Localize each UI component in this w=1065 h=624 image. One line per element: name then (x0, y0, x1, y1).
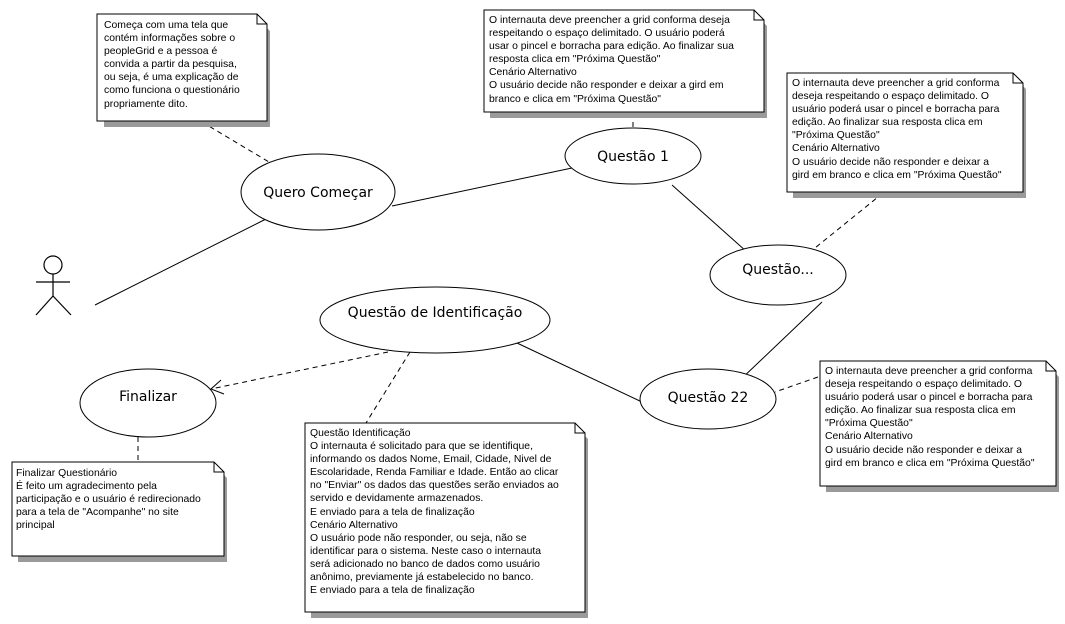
note-line: O usuário pode não responder, ou seja, n… (310, 532, 527, 544)
note-line: como funciona o questionário (104, 85, 240, 97)
use-case-finalizar[interactable]: Finalizar (79, 368, 217, 438)
note-line: para a tela de "Acompanhe" no site (16, 507, 179, 519)
association-actor-quero-comecar (94, 217, 269, 306)
note-line: "Próxima Questão" (825, 418, 913, 430)
note-finalizar: Finalizar Questionário É feito um agrade… (16, 467, 201, 532)
note-line: Finalizar Questionário (16, 468, 118, 479)
note-questao-22-shape (819, 360, 1059, 492)
note-line: ou seja, é uma explicação de (104, 72, 239, 84)
note-questao-1: O internauta deve preencher a grid confo… (489, 14, 734, 106)
use-case-questao-mid[interactable]: Questão... (709, 244, 847, 306)
note-questao-22: O internauta deve preencher a grid confo… (825, 365, 1035, 470)
note-line: participação e o usuário é redirecionado (16, 494, 201, 506)
note-line: O usuário decide não responder e deixar … (489, 80, 724, 92)
note-line: O internauta deve preencher a grid confo… (825, 366, 1033, 377)
note-line: Escolaridade, Renda Familiar e Idade. En… (310, 467, 559, 479)
note-questao-mid-shape (786, 72, 1026, 198)
note-line: Cenário Alternativo (489, 67, 577, 79)
note-line: Cenário Alternativo (310, 519, 398, 531)
dependency-identificacao-finalizar (210, 351, 389, 390)
note-line: gird em branco e clica em "Próxima Quest… (825, 457, 1035, 469)
note-line: no "Enviar" os dados das questões serão … (310, 480, 559, 492)
note-line: será adicionado no banco de dados como u… (310, 558, 540, 570)
note-line: E enviado para a tela de finalização (310, 506, 475, 518)
association-questao-mid-questao-22 (737, 301, 823, 383)
note-line: É feito um agradecimento pela (16, 481, 157, 493)
use-case-questao-identificacao[interactable]: Questão de Identificação (319, 286, 551, 354)
note-line: edição. Ao finalizar sua resposta clica … (825, 405, 1016, 417)
note-line: informando os dados Nome, Email, Cidade,… (310, 454, 552, 466)
note-line: Cenário Alternativo (792, 143, 880, 155)
note-line: propriamente dito. (104, 98, 188, 110)
note-line: deseja respeitando o espaço delimitado. … (825, 379, 1022, 391)
note-anchor-identificacao (365, 351, 411, 424)
note-finalizar-shape (11, 461, 227, 562)
note-questao-1-shape (483, 9, 767, 118)
note-line: principal (16, 520, 55, 532)
note-line: respeitando o espaço delimitado. O usuár… (489, 28, 725, 40)
note-line: deseja respeitando o espaço delimitado. … (792, 91, 989, 103)
note-anchor-intro (201, 121, 275, 166)
dependency-arrowhead (210, 379, 225, 395)
note-line: Começa com uma tela que (104, 20, 229, 31)
note-line: O usuário decide não responder e deixar … (825, 444, 1022, 456)
use-case-finalizar-label: Finalizar (119, 389, 177, 405)
use-case-quero-comecar-label: Quero Começar (263, 185, 373, 201)
note-line: edição. Ao finalizar sua resposta clica … (792, 117, 983, 129)
note-line: usar o pincel e borracha para edição. Ao… (489, 41, 734, 53)
note-intro: Começa com uma tela que contém informaçõ… (104, 19, 240, 111)
use-case-questao-1[interactable]: Questão 1 (564, 127, 702, 185)
association-questao-1-questao-mid (671, 184, 748, 253)
note-line: anônimo, previamente já estabelecido no … (310, 572, 534, 584)
note-line: resposta clica em "Próxima Questão" (489, 54, 661, 66)
note-line: contém informações sobre o (104, 33, 236, 45)
note-intro-shape (96, 13, 270, 127)
note-line: O usuário decide não responder e deixar … (792, 156, 989, 168)
note-line: E enviado para a tela de finalização (310, 585, 475, 597)
note-line: "Próxima Questão" (792, 130, 880, 142)
note-anchor-questao-22 (774, 376, 819, 393)
note-line: servido e devidamente armazenados. (310, 493, 484, 505)
note-line: branco e clica em "Próxima Questão" (489, 93, 661, 105)
note-line: identificar para o sistema. Neste caso o… (310, 545, 542, 557)
note-line: convida a partir da pesquisa, (104, 59, 237, 71)
note-questao-mid: O internauta deve preencher a grid confo… (792, 77, 1002, 182)
note-line: Questão Identificação (310, 428, 411, 439)
use-case-questao-22-label: Questão 22 (668, 390, 749, 406)
actor-icon (35, 255, 72, 316)
note-line: O internauta deve preencher a grid confo… (489, 15, 730, 26)
use-case-quero-comecar[interactable]: Quero Começar (240, 153, 396, 231)
note-identificacao: Questão Identificação O internauta é sol… (310, 427, 559, 597)
note-line: O internauta é solicitado para que se id… (310, 441, 533, 453)
association-quero-comecar-questao-1 (391, 167, 573, 207)
note-line: O internauta deve preencher a grid confo… (792, 78, 1000, 89)
note-line: usuário poderá usar o pincel e borracha … (825, 392, 1033, 404)
note-line: usuário poderá usar o pincel e borracha … (792, 104, 1000, 116)
association-questao-22-identificacao (516, 342, 643, 403)
note-line: gird em branco e clica em "Próxima Quest… (792, 169, 1002, 181)
note-identificacao-shape (304, 422, 588, 618)
use-case-questao-1-label: Questão 1 (597, 149, 669, 165)
note-line: peopleGrid e a pessoa é (104, 46, 218, 58)
note-line: Cenário Alternativo (825, 431, 913, 443)
use-case-questao-mid-label: Questão... (742, 262, 814, 278)
use-case-questao-identificacao-label: Questão de Identificação (348, 305, 523, 321)
note-anchor-questao-mid (809, 192, 884, 253)
use-case-questao-22[interactable]: Questão 22 (639, 368, 777, 430)
